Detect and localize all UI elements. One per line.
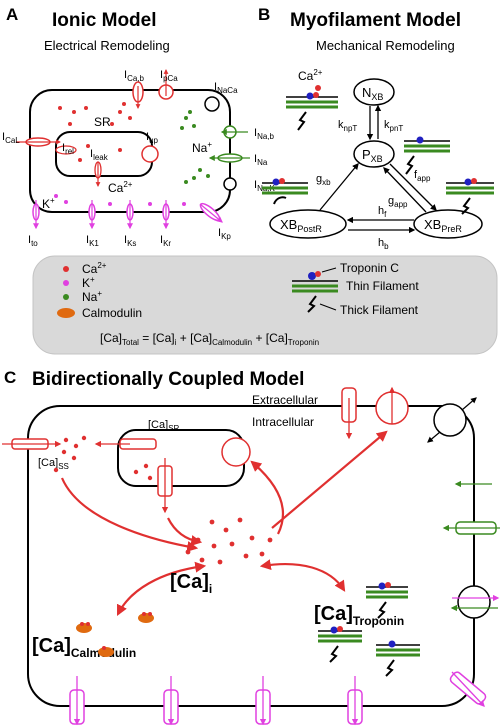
svg-text:IKs: IKs [124, 234, 136, 248]
svg-text:XBPostR: XBPostR [280, 217, 322, 234]
ca-dots-a [58, 102, 132, 162]
svg-text:fapp: fapp [414, 169, 431, 183]
svg-text:knpT: knpT [338, 119, 357, 133]
panel-c: C Bidirectionally Coupled Model Extracel… [2, 368, 500, 726]
filament-icon-b1 [286, 92, 338, 131]
panel-a: A Ionic Model Electrical Remodeling SR I… [2, 5, 276, 248]
svg-text:Ca2+: Ca2+ [82, 261, 107, 276]
svg-text:Iup: Iup [146, 131, 159, 145]
panel-c-letter: C [4, 368, 16, 387]
svg-text:INa,K: INa,K [254, 179, 276, 193]
svg-text:Calmodulin: Calmodulin [82, 306, 142, 320]
svg-text:NXB: NXB [362, 85, 383, 102]
ca2-label-a: Ca2+ [108, 180, 133, 195]
extracellular-label: Extracellular [252, 393, 318, 407]
inaca-exchanger-c [433, 403, 467, 437]
svg-text:hb: hb [378, 237, 389, 251]
inaca-exchanger [204, 96, 220, 112]
ca-total-equation: [Ca]Total = [Ca]i + [Ca]Calmodulin + [Ca… [100, 331, 319, 347]
ca-i-label: [Ca]i [170, 571, 212, 596]
svg-text:IpCa: IpCa [160, 69, 178, 83]
svg-text:IKr: IKr [160, 234, 171, 248]
filament-icon-b3 [262, 178, 308, 205]
inak-pump-c [457, 585, 491, 619]
calmodulin-blobs [76, 612, 154, 657]
svg-text:kpnT: kpnT [384, 119, 403, 133]
svg-text:INa,b: INa,b [254, 127, 275, 141]
panel-b-letter: B [258, 5, 270, 24]
intracellular-label: Intracellular [252, 415, 314, 429]
state-nxb [353, 78, 395, 106]
svg-text:Irel: Irel [62, 142, 74, 156]
state-xbprer [413, 209, 483, 239]
svg-text:Thick Filament: Thick Filament [340, 303, 419, 317]
k-plus-label: K+ [42, 196, 55, 211]
iup-pump [141, 145, 159, 163]
filament-icon-b2 [404, 136, 450, 175]
panel-a-letter: A [6, 5, 18, 24]
ca-troponin-label: [Ca]Troponin [314, 603, 404, 628]
svg-text:INaCa: INaCa [214, 81, 238, 95]
na-dots-a [180, 110, 210, 184]
svg-text:XBPreR: XBPreR [424, 217, 462, 234]
cell-membrane-c [27, 405, 475, 707]
svg-text:ICa,b: ICa,b [124, 69, 145, 83]
svg-text:IKp: IKp [218, 227, 231, 241]
na-plus-label: Na+ [192, 140, 212, 155]
panel-a-title: Ionic Model [52, 10, 157, 31]
svg-text:[Ca]SR: [Ca]SR [148, 419, 180, 433]
svg-text:Ileak: Ileak [90, 148, 109, 162]
state-pxb [353, 140, 395, 168]
k-channels-a [32, 200, 223, 230]
troponin-filaments-c [318, 582, 420, 677]
svg-text:Na+: Na+ [82, 289, 102, 304]
svg-text:gapp: gapp [388, 195, 408, 209]
legend-box [32, 255, 498, 355]
svg-text:PXB: PXB [362, 147, 383, 164]
panel-b-subtitle: Mechanical Remodeling [316, 38, 455, 53]
svg-text:INa: INa [254, 153, 268, 167]
panel-b-title: Myofilament Model [290, 10, 461, 31]
sr-label: SR [94, 115, 111, 129]
ca-calmodulin-label: [Ca]Calmodulin [32, 635, 136, 660]
legend: Ca2+ K+ Na+ Calmodulin Troponin C Thin F… [32, 255, 498, 355]
svg-text:Ito: Ito [28, 234, 38, 248]
panel-a-subtitle: Electrical Remodeling [44, 38, 170, 53]
svg-text:hf: hf [378, 205, 387, 219]
k-dots-a [54, 194, 186, 206]
svg-text:K+: K+ [82, 275, 95, 290]
svg-text:IK1: IK1 [86, 234, 99, 248]
filament-icon-b4 [446, 178, 494, 215]
svg-text:Ca2+: Ca2+ [298, 68, 323, 83]
inak-pump [223, 177, 237, 191]
svg-text:Thin Filament: Thin Filament [346, 279, 419, 293]
svg-text:ICaL: ICaL [2, 131, 20, 145]
svg-text:[Ca]SS: [Ca]SS [38, 457, 69, 471]
panel-b: B Myofilament Model Mechanical Remodelin… [258, 5, 494, 251]
ikp-channel-c [449, 671, 487, 705]
k-channels-c [69, 676, 363, 726]
state-xbpostr [269, 209, 347, 239]
panel-c-title: Bidirectionally Coupled Model [32, 369, 304, 390]
ca-dots-ss [53, 435, 153, 481]
serca-pump [221, 437, 251, 467]
svg-text:gxb: gxb [316, 173, 331, 187]
svg-text:Troponin C: Troponin C [340, 261, 399, 275]
